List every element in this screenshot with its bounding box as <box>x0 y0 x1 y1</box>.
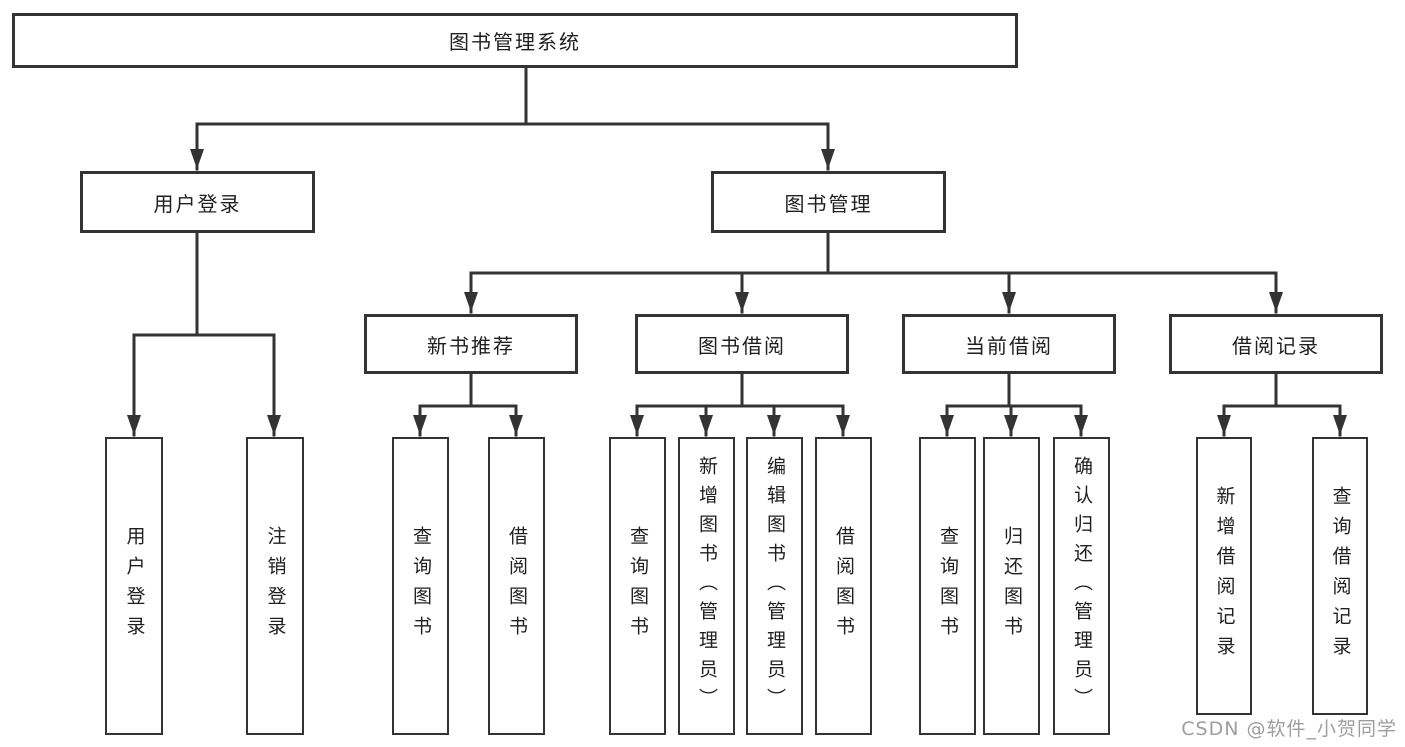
leaf-return-book-label: 归还图书 <box>1001 526 1023 646</box>
leaf-query-book-1-label: 查询图书 <box>410 526 432 646</box>
edge-root-to-level2 <box>190 66 835 171</box>
leaf-borrow-book-2: 借阅图书 <box>815 437 872 735</box>
leaf-query-book-2-label: 查询图书 <box>627 526 649 646</box>
node-book-mgmt-label: 图书管理 <box>784 191 873 216</box>
node-root-label: 图书管理系统 <box>449 30 581 54</box>
node-root: 图书管理系统 <box>12 13 1018 68</box>
leaf-add-book: 新增图书（管理员） <box>678 437 735 735</box>
leaf-add-book-label: 新增图书（管理员） <box>696 455 718 717</box>
node-borrow-records-label: 借阅记录 <box>1232 333 1320 358</box>
leaf-borrow-book-2-label: 借阅图书 <box>833 526 855 646</box>
leaf-logout-label: 注销登录 <box>264 526 287 646</box>
csdn-watermark: CSDN @软件_小贺同学 <box>1181 718 1397 740</box>
node-book-borrow-label: 图书借阅 <box>698 333 786 358</box>
leaf-confirm-return-label: 确认归还（管理员） <box>1071 455 1093 717</box>
node-current-borrow-label: 当前借阅 <box>965 333 1053 358</box>
leaf-add-record: 新增借阅记录 <box>1196 437 1252 715</box>
leaf-query-record-label: 查询借阅记录 <box>1329 486 1352 666</box>
leaf-query-book-3: 查询图书 <box>919 437 976 735</box>
node-user-login-label: 用户登录 <box>153 191 242 216</box>
edge-book-borrow-to-leaves <box>630 372 850 437</box>
node-borrow-records: 借阅记录 <box>1169 314 1383 374</box>
leaf-borrow-book-1: 借阅图书 <box>488 437 545 735</box>
leaf-edit-book-label: 编辑图书（管理员） <box>764 455 786 717</box>
leaf-return-book: 归还图书 <box>983 437 1040 735</box>
leaf-query-book-2: 查询图书 <box>609 437 666 735</box>
leaf-user-login-label: 用户登录 <box>123 526 146 646</box>
node-user-login: 用户登录 <box>80 171 315 233</box>
leaf-query-record: 查询借阅记录 <box>1312 437 1368 715</box>
leaf-add-record-label: 新增借阅记录 <box>1213 486 1236 666</box>
node-new-book-rec-label: 新书推荐 <box>427 333 515 358</box>
edge-user-login-to-leaves <box>127 231 281 437</box>
edge-current-borrow-to-leaves <box>940 372 1088 437</box>
leaf-confirm-return: 确认归还（管理员） <box>1053 437 1110 735</box>
edge-book-mgmt-to-level3 <box>464 231 1283 314</box>
edge-borrow-records-to-leaves <box>1217 372 1347 437</box>
leaf-borrow-book-1-label: 借阅图书 <box>506 526 528 646</box>
leaf-query-book-1: 查询图书 <box>392 437 449 735</box>
leaf-logout: 注销登录 <box>246 437 304 735</box>
node-book-borrow: 图书借阅 <box>635 314 849 374</box>
node-current-borrow: 当前借阅 <box>902 314 1116 374</box>
node-new-book-rec: 新书推荐 <box>364 314 578 374</box>
leaf-query-book-3-label: 查询图书 <box>937 526 959 646</box>
node-book-mgmt: 图书管理 <box>711 171 946 233</box>
edge-new-book-rec-to-leaves <box>413 372 523 437</box>
leaf-edit-book: 编辑图书（管理员） <box>746 437 803 735</box>
leaf-user-login: 用户登录 <box>105 437 163 735</box>
